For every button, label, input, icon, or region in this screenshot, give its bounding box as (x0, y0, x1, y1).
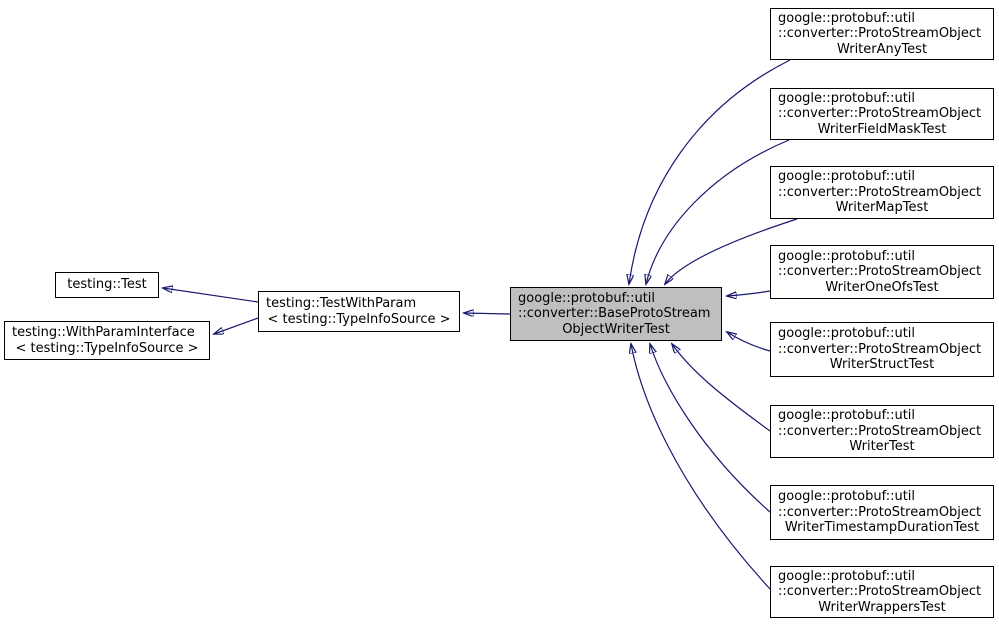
node-label-line: WriterAnyTest (836, 41, 928, 57)
node-label-line: WriterWrappersTest (818, 599, 946, 615)
node-label-line: WriterTimestampDurationTest (784, 520, 980, 536)
node-proto-stream-object-writer-wrappers-test[interactable]: google::protobuf::util ::converter::Prot… (770, 566, 994, 618)
node-label-line: google::protobuf::util (778, 10, 916, 26)
node-testing-test[interactable]: testing::Test (55, 272, 159, 298)
node-label-line: ::converter::ProtoStreamObject (778, 423, 982, 439)
node-label-line: google::protobuf::util (778, 169, 916, 185)
node-label-line: ::converter::ProtoStreamObject (778, 584, 982, 600)
node-label-line: google::protobuf::util (778, 326, 916, 342)
node-label-line: testing::Test (67, 277, 147, 293)
node-proto-stream-object-writer-field-mask-test[interactable]: google::protobuf::util ::converter::Prot… (770, 88, 994, 140)
node-proto-stream-object-writer-one-ofs-test[interactable]: google::protobuf::util ::converter::Prot… (770, 245, 994, 299)
edge-oneofstest-to-base (727, 290, 771, 296)
edge-maptest-to-base (665, 218, 798, 284)
node-label-line: ::converter::ProtoStreamObject (778, 504, 982, 520)
node-base-proto-stream-object-writer-test: google::protobuf::util ::converter::Base… (510, 287, 722, 341)
node-label-line: < testing::TypeInfoSource > (267, 311, 451, 327)
node-testing-test-with-param[interactable]: testing::TestWithParam < testing::TypeIn… (258, 291, 460, 332)
edge-anytest-to-base (629, 59, 791, 284)
node-label-line: WriterFieldMaskTest (817, 121, 947, 137)
node-label-line: google::protobuf::util (778, 568, 916, 584)
node-label-line: ::converter::BaseProtoStream (518, 306, 711, 322)
edge-testwithparam-to-test (163, 288, 259, 303)
edge-fieldmasktest-to-base (646, 139, 790, 284)
edge-structtest-to-base (727, 332, 771, 352)
edge-timestampdurationtest-to-base (650, 344, 771, 513)
node-label-line: < testing::TypeInfoSource > (15, 340, 199, 356)
node-label-line: ObjectWriterTest (562, 321, 670, 337)
node-proto-stream-object-writer-any-test[interactable]: google::protobuf::util ::converter::Prot… (770, 8, 994, 60)
node-label-line: ::converter::ProtoStreamObject (778, 264, 982, 280)
node-label-line: WriterOneOfsTest (825, 279, 939, 295)
node-label-line: WriterStructTest (829, 357, 935, 373)
node-proto-stream-object-writer-timestamp-duration-test[interactable]: google::protobuf::util ::converter::Prot… (770, 485, 994, 540)
node-label-line: ::converter::ProtoStreamObject (778, 184, 982, 200)
node-label-line: ::converter::ProtoStreamObject (778, 26, 982, 42)
node-label-line: google::protobuf::util (778, 90, 916, 106)
node-label-line: google::protobuf::util (518, 290, 656, 306)
node-label-line: ::converter::ProtoStreamObject (778, 341, 982, 357)
node-label-line: testing::WithParamInterface (12, 325, 195, 340)
node-label-line: google::protobuf::util (778, 248, 916, 264)
node-label-line: ::converter::ProtoStreamObject (778, 106, 982, 122)
node-label-line: WriterMapTest (835, 200, 929, 216)
edge-testwithparam-to-withparaminterface (214, 317, 259, 334)
edge-writertest-to-base (672, 344, 771, 432)
node-label-line: google::protobuf::util (778, 489, 916, 505)
edge-base-to-testwithparam (464, 313, 511, 314)
node-proto-stream-object-writer-map-test[interactable]: google::protobuf::util ::converter::Prot… (770, 166, 994, 219)
node-testing-with-param-interface[interactable]: testing::WithParamInterface < testing::T… (4, 321, 210, 360)
node-proto-stream-object-writer-struct-test[interactable]: google::protobuf::util ::converter::Prot… (770, 322, 994, 377)
node-label-line: testing::TestWithParam (266, 296, 417, 311)
node-label-line: WriterTest (849, 439, 915, 455)
edge-wrapperstest-to-base (631, 344, 771, 590)
node-proto-stream-object-writer-test[interactable]: google::protobuf::util ::converter::Prot… (770, 405, 994, 458)
node-label-line: google::protobuf::util (778, 408, 916, 424)
